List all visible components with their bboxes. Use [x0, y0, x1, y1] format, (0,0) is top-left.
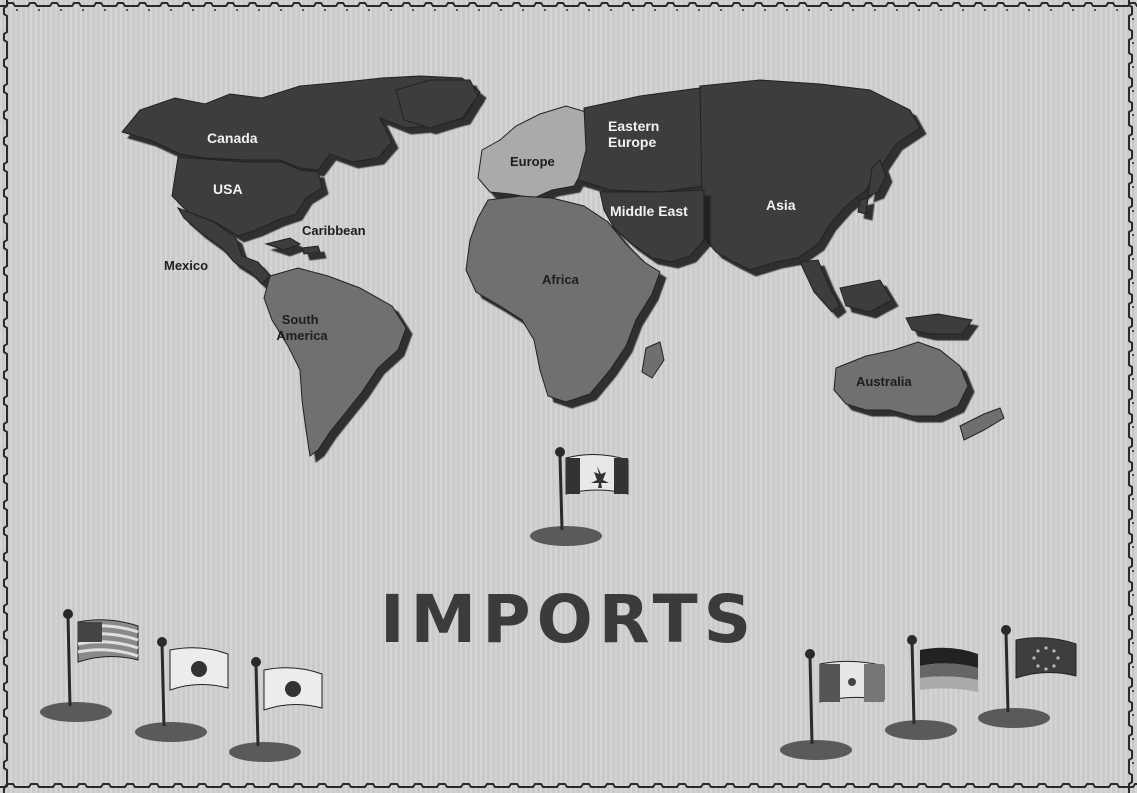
left-border — [0, 0, 14, 793]
japan-flag-icon — [229, 657, 323, 762]
caribbean-islands — [264, 237, 321, 255]
right-border — [1123, 0, 1137, 793]
south-america-region — [263, 267, 407, 457]
label-south-america: South America — [276, 312, 328, 343]
european-union-flag-icon — [978, 625, 1077, 728]
eurasia-landmass — [577, 79, 973, 335]
new-guinea — [905, 313, 973, 335]
label-canada: Canada — [207, 130, 258, 146]
australia-region — [833, 341, 969, 417]
label-caribbean: Caribbean — [302, 223, 366, 238]
japan-islands — [857, 159, 887, 215]
mexico-flag-icon — [780, 649, 885, 760]
bottom-border — [0, 779, 1137, 793]
label-south-america-text: South — [282, 312, 319, 327]
canada-region — [121, 75, 481, 171]
label-line-2: Europe — [608, 134, 656, 150]
canada-flag-icon — [530, 447, 629, 546]
middle-east-region — [599, 189, 705, 263]
label-middle-east: Middle East — [610, 203, 688, 219]
southeast-asia — [799, 259, 893, 313]
europe-region — [477, 105, 591, 199]
madagascar — [641, 341, 665, 379]
mexico-region — [176, 207, 271, 285]
africa-region — [465, 195, 661, 403]
usa-flag-icon — [40, 609, 139, 722]
label-asia: Asia — [766, 197, 796, 213]
greenland — [395, 79, 479, 129]
label-australia: Australia — [856, 374, 912, 389]
japan-flag-icon — [135, 637, 229, 742]
label-usa: USA — [213, 181, 243, 197]
asia-region — [699, 79, 921, 271]
top-border — [0, 0, 1137, 14]
label-europe: Europe — [510, 154, 555, 169]
north-america-landmass — [121, 75, 481, 285]
label-africa: Africa — [542, 272, 580, 287]
label-mexico: Mexico — [164, 258, 208, 273]
imports-title: IMPORTS — [380, 581, 757, 658]
label-line-2: America — [276, 328, 328, 343]
new-zealand — [959, 407, 1005, 441]
germany-flag-icon — [885, 635, 978, 740]
